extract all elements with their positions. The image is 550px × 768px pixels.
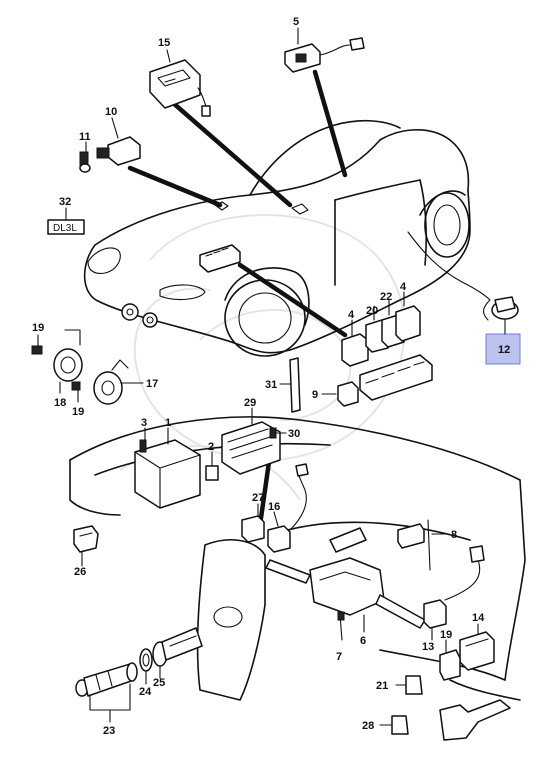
callout-32: 31 [265,379,277,391]
relay-group [341,291,433,401]
callout-8: 8 [451,529,457,541]
callout-16: 16 [268,501,280,513]
callout-18: 18 [54,397,66,409]
part-33-badge: DL3L [47,207,85,235]
badge-label: DL3L [53,223,77,234]
callout-29: 28 [362,720,374,732]
part-14-switch [459,623,495,671]
callout-24: 23 [103,725,115,737]
part-11-screw [79,141,91,173]
callout-28: 27 [252,492,264,504]
part-10-switch [96,117,141,166]
part-7-screw [337,611,345,641]
callout-15: 15 [158,37,170,49]
callout-14: 14 [472,612,485,624]
part-19-bolt-upper [31,334,43,355]
callout-27: 26 [74,566,86,578]
callout-17: 17 [146,378,158,390]
part-1-module [134,427,201,509]
highlight-box [485,333,521,365]
callout-12: 12 [498,344,510,356]
part-22-bulb [395,675,423,695]
part-26-socket [152,627,203,679]
part-30-module [221,407,281,475]
callout-9: 9 [312,389,318,401]
callout-10: 10 [105,106,117,118]
part-3-screw [139,427,147,453]
part-28-switch [241,503,265,543]
callout-30: 29 [244,397,256,409]
part-9-relay [321,381,359,407]
part-16-switch [267,511,291,553]
callout-31: 30 [288,428,300,440]
callout-13: 13 [422,641,434,653]
callout-3: 3 [141,417,147,429]
part-12-sensor [407,231,519,321]
part-18-horn [53,329,83,394]
part-8-connector [397,519,449,571]
part-12-callout [485,319,521,365]
callout-2: 2 [208,441,214,453]
callout-1: 1 [165,417,171,429]
part-19-bolt-lower [71,381,81,403]
callout-21: 20 [366,305,378,317]
callout-33: 32 [59,196,71,208]
part-27-clip [73,525,99,567]
part-24-lighter [75,662,138,723]
callout-5: 5 [293,16,299,28]
callout-22: 21 [376,680,388,692]
part-17-horn [93,359,144,405]
bottom-bracket [439,699,511,741]
callout-4-left: 4 [348,309,355,321]
part-31-screw [269,427,287,439]
callout-26: 25 [153,677,165,689]
bumper-bolts [121,303,158,328]
relay-block [199,244,241,273]
part-2-bulb [205,451,219,481]
callout-25: 24 [139,686,152,698]
callout-4-right: 4 [400,281,407,293]
part-32-bracket [279,357,301,413]
callout-6: 6 [360,635,366,647]
part-13-switch [423,599,447,641]
callout-7: 7 [336,651,342,663]
part-6-combination-switch [265,527,426,633]
callout-23: 22 [380,291,392,303]
part-5-connector [284,27,365,73]
callout-20: 19 [440,629,452,641]
part-29-bulb [379,715,409,735]
callouts: 15 5 10 11 32 19 18 19 17 4 20 22 4 12 3… [32,16,510,737]
part-15-switch [149,49,211,117]
callout-19-upper: 19 [32,322,44,334]
part-25-ring [139,648,153,685]
part-20-switch [439,639,461,681]
callout-11: 11 [79,131,91,143]
car-body [83,119,471,357]
harness [289,463,309,531]
leader-lines [127,69,348,528]
callout-19-lower: 19 [72,406,84,418]
harness-right [444,545,485,601]
